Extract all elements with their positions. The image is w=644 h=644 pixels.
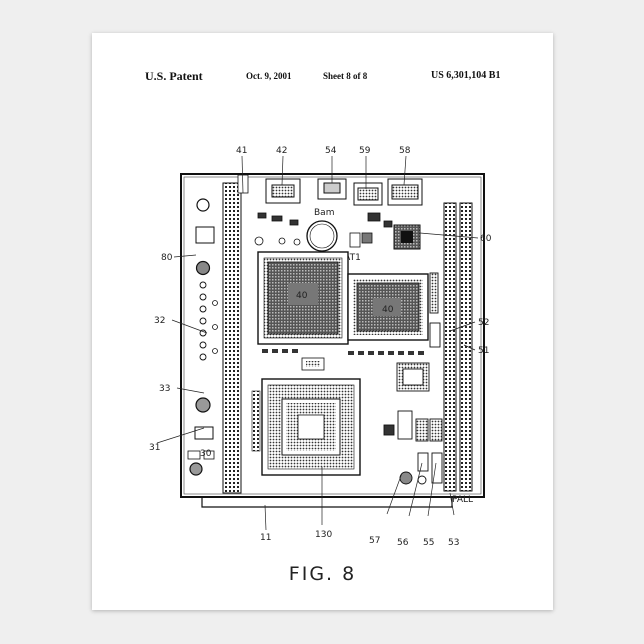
ref-31: 31: [149, 443, 160, 453]
ref-41: 41: [236, 146, 247, 156]
circuit-board-drawing: BAT1 Bam 40: [92, 33, 553, 610]
ref-30: 30: [200, 449, 212, 459]
right-pin-header-52: [444, 203, 456, 491]
ref-51: 51: [478, 346, 489, 356]
cpu-chip-right: 40: [348, 274, 428, 340]
capacitor-30: [190, 463, 202, 475]
ref-42: 42: [276, 146, 287, 156]
ref-58: 58: [399, 146, 411, 156]
connector-80: [196, 227, 214, 243]
ram-label: Bam: [314, 208, 334, 218]
chip-left-label: 40: [296, 291, 308, 301]
ref-80: 80: [161, 253, 173, 263]
ref-52: 52: [478, 318, 489, 328]
patent-sheet: U.S. Patent Oct. 9, 2001 Sheet 8 of 8 US…: [92, 33, 553, 610]
ref-54: 54: [325, 146, 337, 156]
ref-32: 32: [154, 316, 165, 326]
capacitor-1: [197, 199, 209, 211]
ref-59: 59: [359, 146, 371, 156]
ref-56: 56: [397, 538, 409, 548]
chip-60: [394, 225, 420, 249]
chip-right-label: 40: [382, 305, 394, 315]
left-pin-header: [223, 183, 241, 493]
ref-53: 53: [448, 538, 459, 548]
ref-33: 33: [159, 384, 170, 394]
ref-57: 57: [369, 536, 380, 546]
cpu-chip-left: 40: [258, 252, 348, 344]
capacitor-2: [197, 262, 210, 275]
figure-caption: FIG. 8: [92, 563, 553, 585]
ref-60: 60: [480, 234, 492, 244]
ref-11: 11: [260, 533, 271, 543]
capacitor-33: [196, 398, 210, 412]
ref-55: 55: [423, 538, 434, 548]
pall-label: PALL: [452, 495, 473, 505]
cpu-socket-130: [252, 379, 360, 475]
ref-130: 130: [315, 530, 332, 540]
right-pin-header-51: [460, 203, 472, 491]
board-edge-connector: [202, 497, 452, 507]
